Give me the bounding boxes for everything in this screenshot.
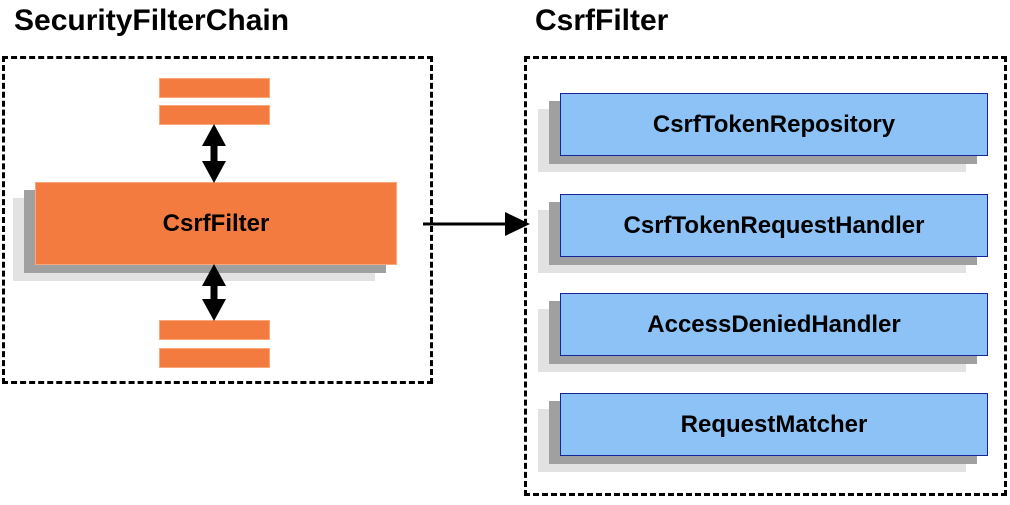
collaborator-card[interactable]: CsrfTokenRepository: [538, 93, 988, 172]
security-filter-chain-container: [2, 56, 433, 384]
card-face: AccessDeniedHandler: [560, 293, 988, 356]
left-panel-title: SecurityFilterChain: [14, 4, 290, 37]
card-face: CsrfTokenRequestHandler: [560, 194, 988, 257]
csrf-filter-container: [524, 56, 1007, 496]
link-arrow-icon: [423, 212, 530, 236]
csrf-filter-card[interactable]: CsrfFilter: [13, 182, 397, 281]
collaborator-card[interactable]: CsrfTokenRequestHandler: [538, 194, 988, 273]
card-label: CsrfFilter: [162, 209, 270, 237]
card-label: AccessDeniedHandler: [647, 310, 901, 338]
card-face: RequestMatcher: [560, 393, 988, 456]
filter-bar: [159, 105, 270, 125]
card-label: CsrfTokenRepository: [652, 110, 896, 138]
card-label: CsrfTokenRequestHandler: [623, 211, 925, 239]
card-face: CsrfFilter: [35, 182, 397, 265]
collaborator-card[interactable]: RequestMatcher: [538, 393, 988, 472]
right-panel-title: CsrfFilter: [535, 4, 669, 37]
filter-bar: [159, 320, 270, 340]
filter-bar: [159, 78, 270, 98]
card-label: RequestMatcher: [680, 410, 868, 438]
filter-bar: [159, 348, 270, 368]
collaborator-card[interactable]: AccessDeniedHandler: [538, 293, 988, 372]
card-face: CsrfTokenRepository: [560, 93, 988, 156]
